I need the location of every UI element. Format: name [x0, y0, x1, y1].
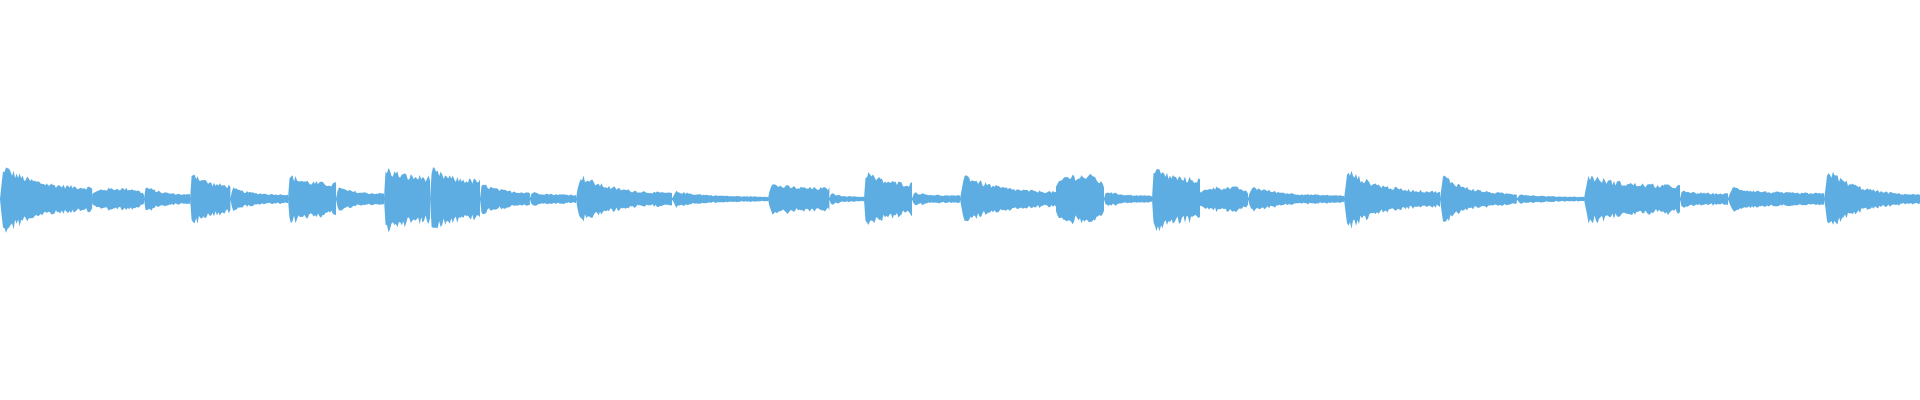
waveform-segment: [1104, 192, 1152, 206]
waveform-segment: [864, 172, 912, 225]
waveform-segment: [336, 187, 384, 211]
waveform-segment: [92, 187, 144, 211]
waveform-segment: [1440, 175, 1517, 222]
waveform-segment: [230, 187, 288, 212]
waveform-segment: [190, 174, 231, 224]
waveform-segment: [576, 175, 672, 222]
waveform-segment: [672, 190, 768, 208]
waveform-segment: [1728, 187, 1824, 212]
waveform-segment: [1056, 173, 1104, 225]
waveform-segment: [144, 187, 191, 211]
waveform-segment: [1516, 194, 1584, 204]
waveform-segment: [529, 192, 576, 206]
waveform-segment: [430, 167, 480, 229]
waveform-segment: [912, 192, 960, 206]
waveform-segment: [1152, 169, 1200, 232]
waveform-segment: [960, 175, 1056, 222]
waveform-segment: [1824, 171, 1920, 225]
waveform-segment: [829, 193, 864, 205]
waveform-segment: [288, 175, 336, 224]
waveform-segment: [384, 168, 431, 233]
waveform-segment: [1680, 190, 1728, 208]
waveform-segment: [768, 184, 830, 215]
waveform-segment: [1200, 186, 1248, 213]
waveform-segment: [1344, 170, 1440, 229]
waveform-segment: [0, 167, 93, 233]
waveform-segment: [1248, 187, 1344, 212]
waveform-segment: [480, 184, 530, 215]
waveform-segment: [1584, 175, 1680, 224]
